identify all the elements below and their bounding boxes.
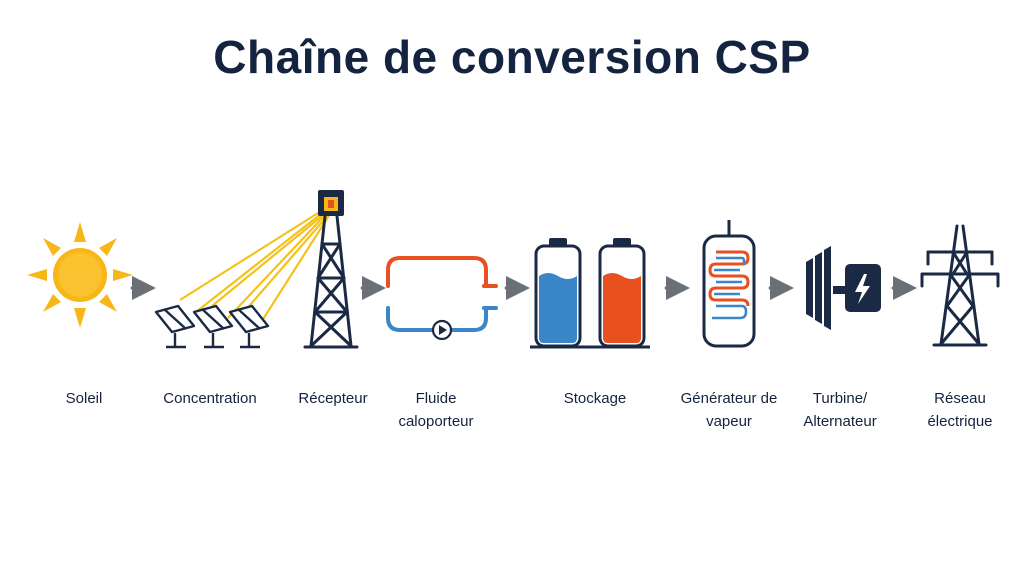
heliostat-icon (154, 304, 270, 349)
label-concentration: Concentration (163, 390, 257, 407)
label-generateur-de-vapeur: Générateur de vapeur (680, 390, 778, 430)
label-soleil: Soleil (65, 390, 103, 407)
turbine-generator-icon (806, 246, 881, 330)
receiver-tower-icon (303, 190, 359, 349)
hot-tank (598, 238, 646, 348)
label-stockage: Stockage (563, 390, 627, 407)
label-recepteur: Récepteur (298, 390, 368, 407)
storage-tanks-icon (530, 238, 650, 349)
sun-icon (27, 222, 133, 328)
page-title: Chaîne de conversion CSP (213, 31, 811, 83)
cold-tank (534, 238, 582, 348)
label-reseau-electrique: Réseau électrique (927, 390, 993, 430)
steam-generator-icon (702, 220, 756, 348)
heat-transfer-loop-icon (386, 256, 498, 341)
label-turbine-alternateur: Turbine/ Alternateur (803, 390, 877, 430)
power-pylon-icon (920, 224, 1000, 347)
sunlight-rays (179, 207, 331, 325)
label-fluide-caloporteur: Fluide caloporteur (398, 390, 474, 430)
